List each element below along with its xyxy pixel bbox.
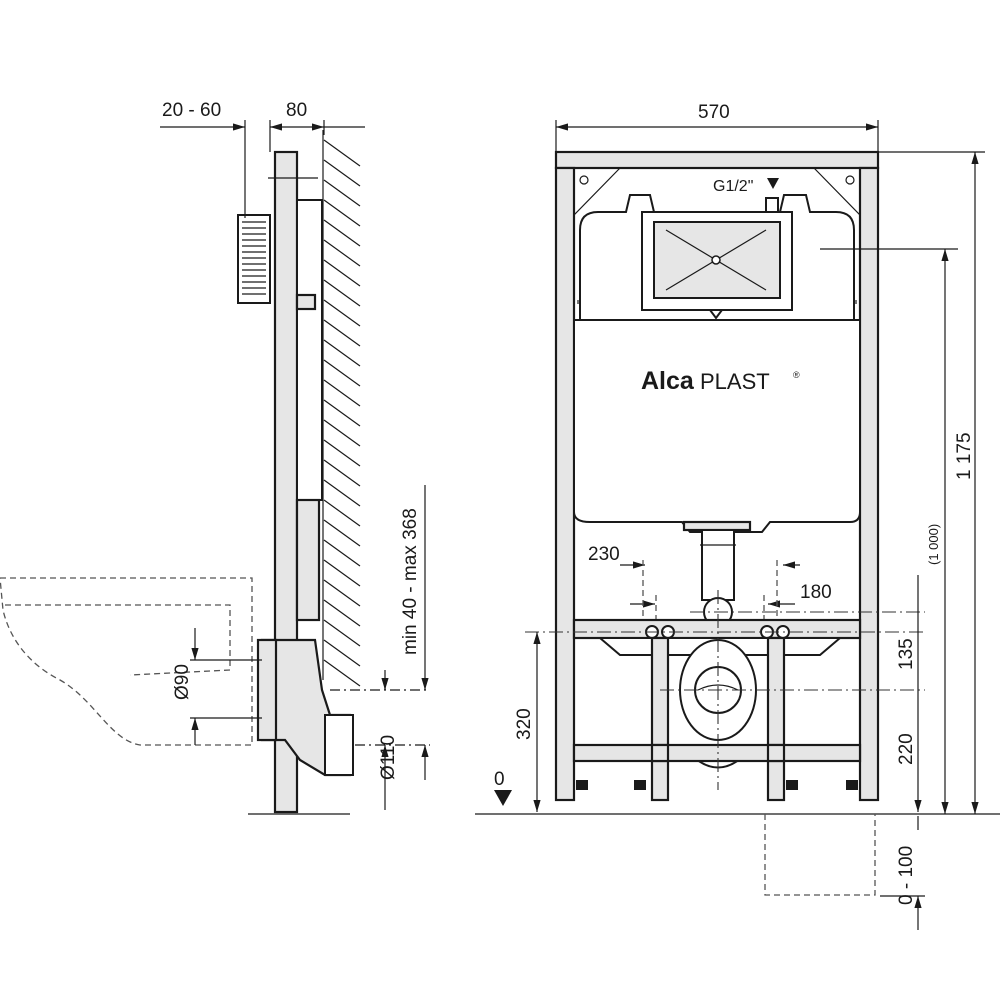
frame-top-bar (554, 150, 880, 170)
drain-pipe-side (295, 498, 321, 622)
hatch-line (323, 659, 361, 687)
hatch-line (323, 279, 361, 307)
hatch-line (323, 559, 361, 587)
hatch-line (323, 339, 361, 367)
flush-plate-side (237, 214, 271, 304)
brand-logo-light: PLAST (700, 369, 770, 394)
hatch-line (323, 479, 361, 507)
hatch-line (323, 239, 361, 267)
frame-crossbar (572, 618, 862, 640)
hatch-line (323, 359, 361, 387)
dim-bolt-spacing-outer: 230 (588, 544, 620, 565)
dim-135: 135 (896, 638, 917, 670)
foot-screw-icon (576, 780, 588, 790)
brand-mark: ® (793, 370, 800, 380)
hatch-line (323, 259, 361, 287)
hatch-line (323, 179, 361, 207)
dim-actuator-height: (1 000) (926, 524, 941, 565)
dim-depth: 80 (286, 100, 307, 121)
hatch-line (323, 619, 361, 647)
dim-floor-zero: 0 (494, 769, 505, 790)
hatch-line (323, 459, 361, 487)
dim-320: 320 (514, 708, 535, 740)
hatch-line (323, 599, 361, 627)
dim-outlet-height-range: min 40 - max 368 (400, 508, 421, 655)
foot-screw-icon (846, 780, 858, 790)
hatch-line (323, 379, 361, 407)
foot-screw-icon (634, 780, 646, 790)
hatch-line (323, 319, 361, 347)
dim-floor-adjust: 0 - 100 (896, 846, 917, 905)
front-view: 570 G1/2" Alca PLAST ® (475, 102, 1000, 930)
hatch-line (323, 159, 361, 187)
cistern-side (296, 199, 323, 501)
flush-pipe (701, 529, 735, 601)
toilet-bowl-outline (0, 577, 253, 746)
dim-width: 570 (698, 102, 730, 123)
hatch-line (323, 639, 361, 667)
dim-bolt-spacing-inner: 180 (800, 582, 832, 603)
cistern-body (573, 319, 861, 533)
dim-220: 220 (896, 733, 917, 765)
hatch-line (323, 419, 361, 447)
frame-lower-bar (572, 743, 862, 763)
hatch-line (323, 539, 361, 567)
hatch-line (323, 519, 361, 547)
hatch-line (323, 399, 361, 427)
hatch-line (323, 139, 361, 167)
side-view: 20 - 60 80 Ø90 Ø110 min 40 - max 368 (0, 100, 430, 815)
hatch-line (323, 219, 361, 247)
frame-inner-leg-left (650, 636, 670, 802)
dim-inlet-diameter: Ø90 (172, 664, 193, 700)
dim-total-height: 1 175 (954, 432, 975, 480)
floor-screed-outline (764, 814, 876, 896)
frame-right-post (858, 166, 880, 802)
frame-inner-leg-right (766, 636, 786, 802)
dim-plate-offset: 20 - 60 (162, 100, 221, 121)
hatch-line (323, 199, 361, 227)
brand-logo-bold: Alca (641, 367, 695, 395)
hatch-line (323, 499, 361, 527)
dim-outlet-diameter: Ø110 (378, 735, 399, 780)
hatch-line (323, 439, 361, 467)
foot-screw-icon (786, 780, 798, 790)
floor-level-marker-icon (494, 790, 512, 806)
water-inlet-label: G1/2" (713, 178, 753, 195)
wall-hatch (322, 130, 361, 687)
inlet-marker-icon (767, 178, 779, 189)
frame-left-post (554, 166, 576, 802)
hatch-line (323, 299, 361, 327)
hatch-line (323, 579, 361, 607)
